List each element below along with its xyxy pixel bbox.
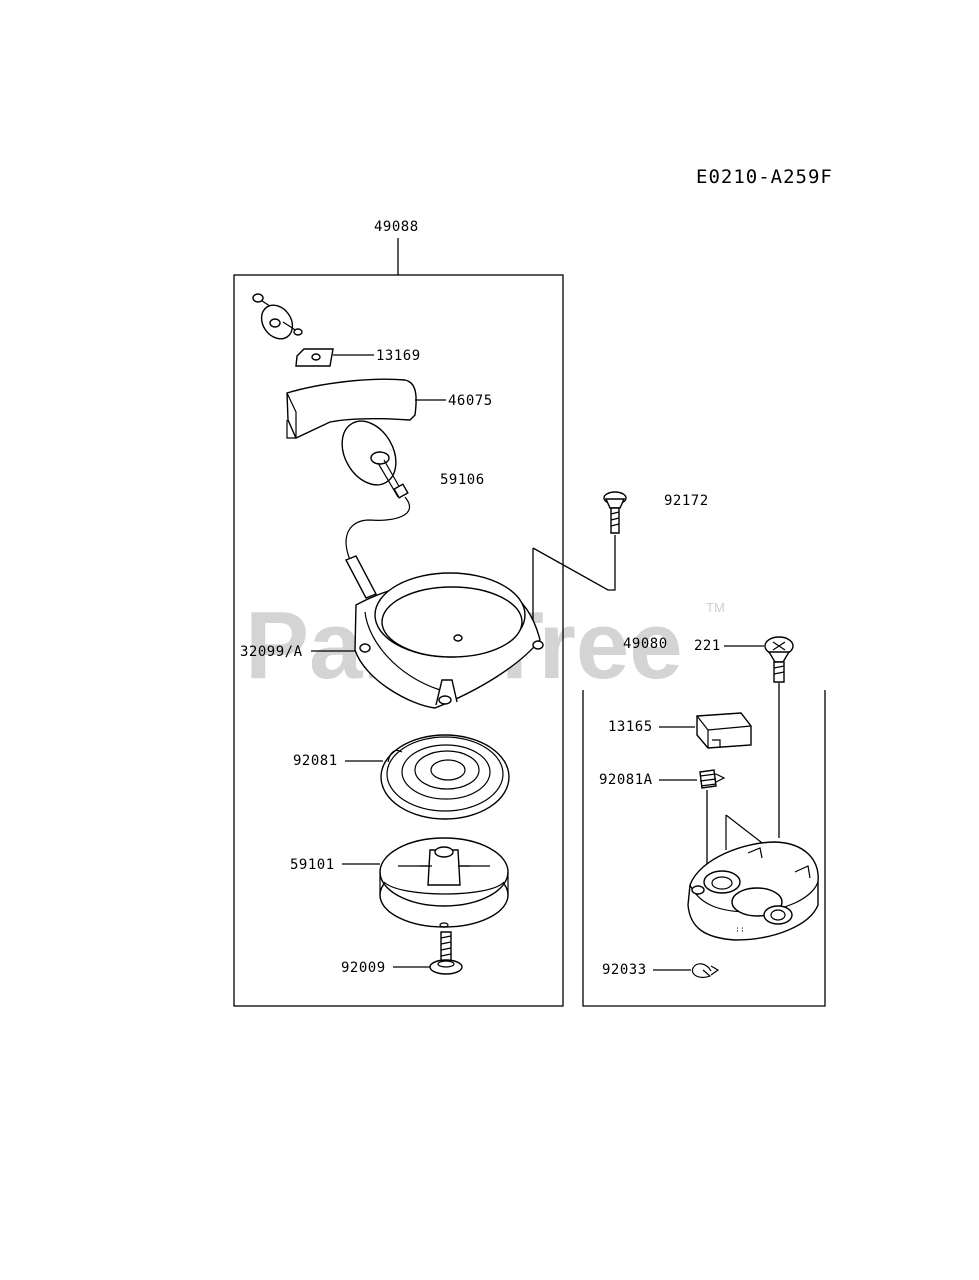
part-59106-rope [345,496,411,561]
label-13165[interactable]: 13165 [608,719,653,735]
label-59106[interactable]: 59106 [440,472,485,488]
part-pawl-carrier: ∶∶ [687,814,819,941]
part-59101-reel [379,837,509,928]
label-92081[interactable]: 92081 [293,753,338,769]
part-92172-screw [603,491,627,534]
part-92081A-spring [699,769,726,789]
pawl-kit-box [582,690,826,1007]
part-13169-plate [295,348,334,367]
label-59101[interactable]: 59101 [290,857,335,873]
part-46075-handle [286,378,417,499]
diagram-code: E0210-A259F [696,166,833,188]
label-92009[interactable]: 92009 [341,960,386,976]
part-13165-pawl [696,712,752,749]
part-221-screw [764,636,794,683]
rope-end-knob [252,293,303,340]
connector-zigzag [532,535,616,591]
part-92081-spring [380,734,510,820]
label-49088[interactable]: 49088 [374,219,419,235]
label-221[interactable]: 221 [694,638,721,654]
label-13169[interactable]: 13169 [376,348,421,364]
label-46075[interactable]: 46075 [448,393,493,409]
part-92009-bolt [429,931,463,975]
svg-text:∶∶: ∶∶ [735,925,745,934]
label-92081A[interactable]: 92081A [599,772,653,788]
part-92033-clip [691,963,720,979]
label-92033[interactable]: 92033 [602,962,647,978]
part-32099A-case [345,555,544,709]
label-49080[interactable]: 49080 [623,636,668,652]
label-92172[interactable]: 92172 [664,493,709,509]
label-32099A[interactable]: 32099/A [240,644,303,660]
watermark-trademark: TM [706,600,725,615]
